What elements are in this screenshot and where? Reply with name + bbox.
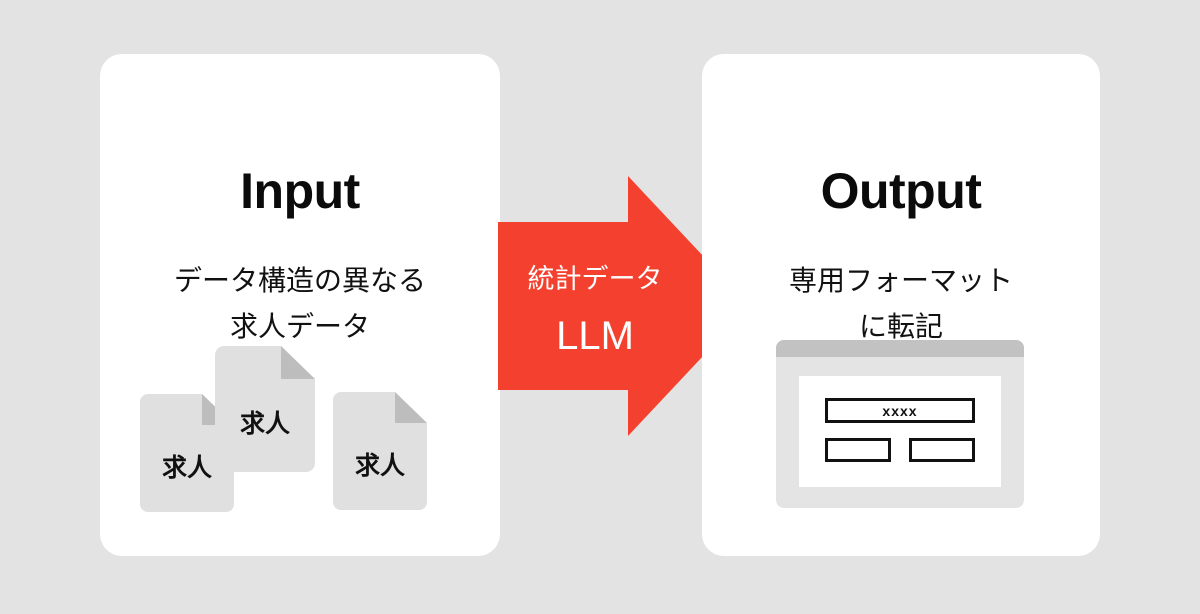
job-document-label: 求人 bbox=[161, 454, 212, 482]
arrow-label-top: 統計データ bbox=[527, 264, 663, 294]
input-card-subtitle: データ構造の異なる 求人データ bbox=[100, 258, 500, 350]
window-titlebar bbox=[776, 340, 1024, 357]
job-document-icon: 求人 bbox=[215, 346, 315, 472]
output-form-window: xxxx bbox=[776, 340, 1024, 508]
output-card-subtitle: 専用フォーマット に転記 bbox=[702, 258, 1100, 350]
job-document-icon: 求人 bbox=[333, 392, 427, 510]
input-card: Input データ構造の異なる 求人データ 求人 求人 bbox=[100, 54, 500, 556]
output-subtitle-line-2: に転記 bbox=[858, 311, 943, 343]
output-card-title: Output bbox=[820, 163, 982, 219]
output-card: Output 専用フォーマット に転記 xxxx bbox=[702, 54, 1100, 556]
job-document-label: 求人 bbox=[354, 452, 405, 480]
job-document-label: 求人 bbox=[239, 410, 290, 438]
document-icon bbox=[333, 392, 427, 510]
output-subtitle-line-1: 専用フォーマット bbox=[788, 265, 1013, 296]
document-icon bbox=[215, 346, 315, 472]
arrow-label-bottom: LLM bbox=[556, 314, 634, 358]
input-subtitle-line-2: 求人データ bbox=[229, 311, 370, 343]
arrow-right-icon bbox=[498, 176, 750, 436]
job-document-icon: 求人 bbox=[140, 394, 234, 512]
window-content-panel: xxxx bbox=[799, 376, 1001, 487]
process-arrow: 統計データ LLM bbox=[498, 176, 750, 436]
form-field-a[interactable] bbox=[825, 438, 891, 462]
form-field-b[interactable] bbox=[909, 438, 975, 462]
job-document-group: 求人 求人 求人 bbox=[100, 54, 500, 556]
input-card-title: Input bbox=[240, 163, 360, 219]
input-subtitle-line-1: データ構造の異なる bbox=[173, 265, 426, 296]
form-field-main[interactable]: xxxx bbox=[825, 398, 975, 423]
